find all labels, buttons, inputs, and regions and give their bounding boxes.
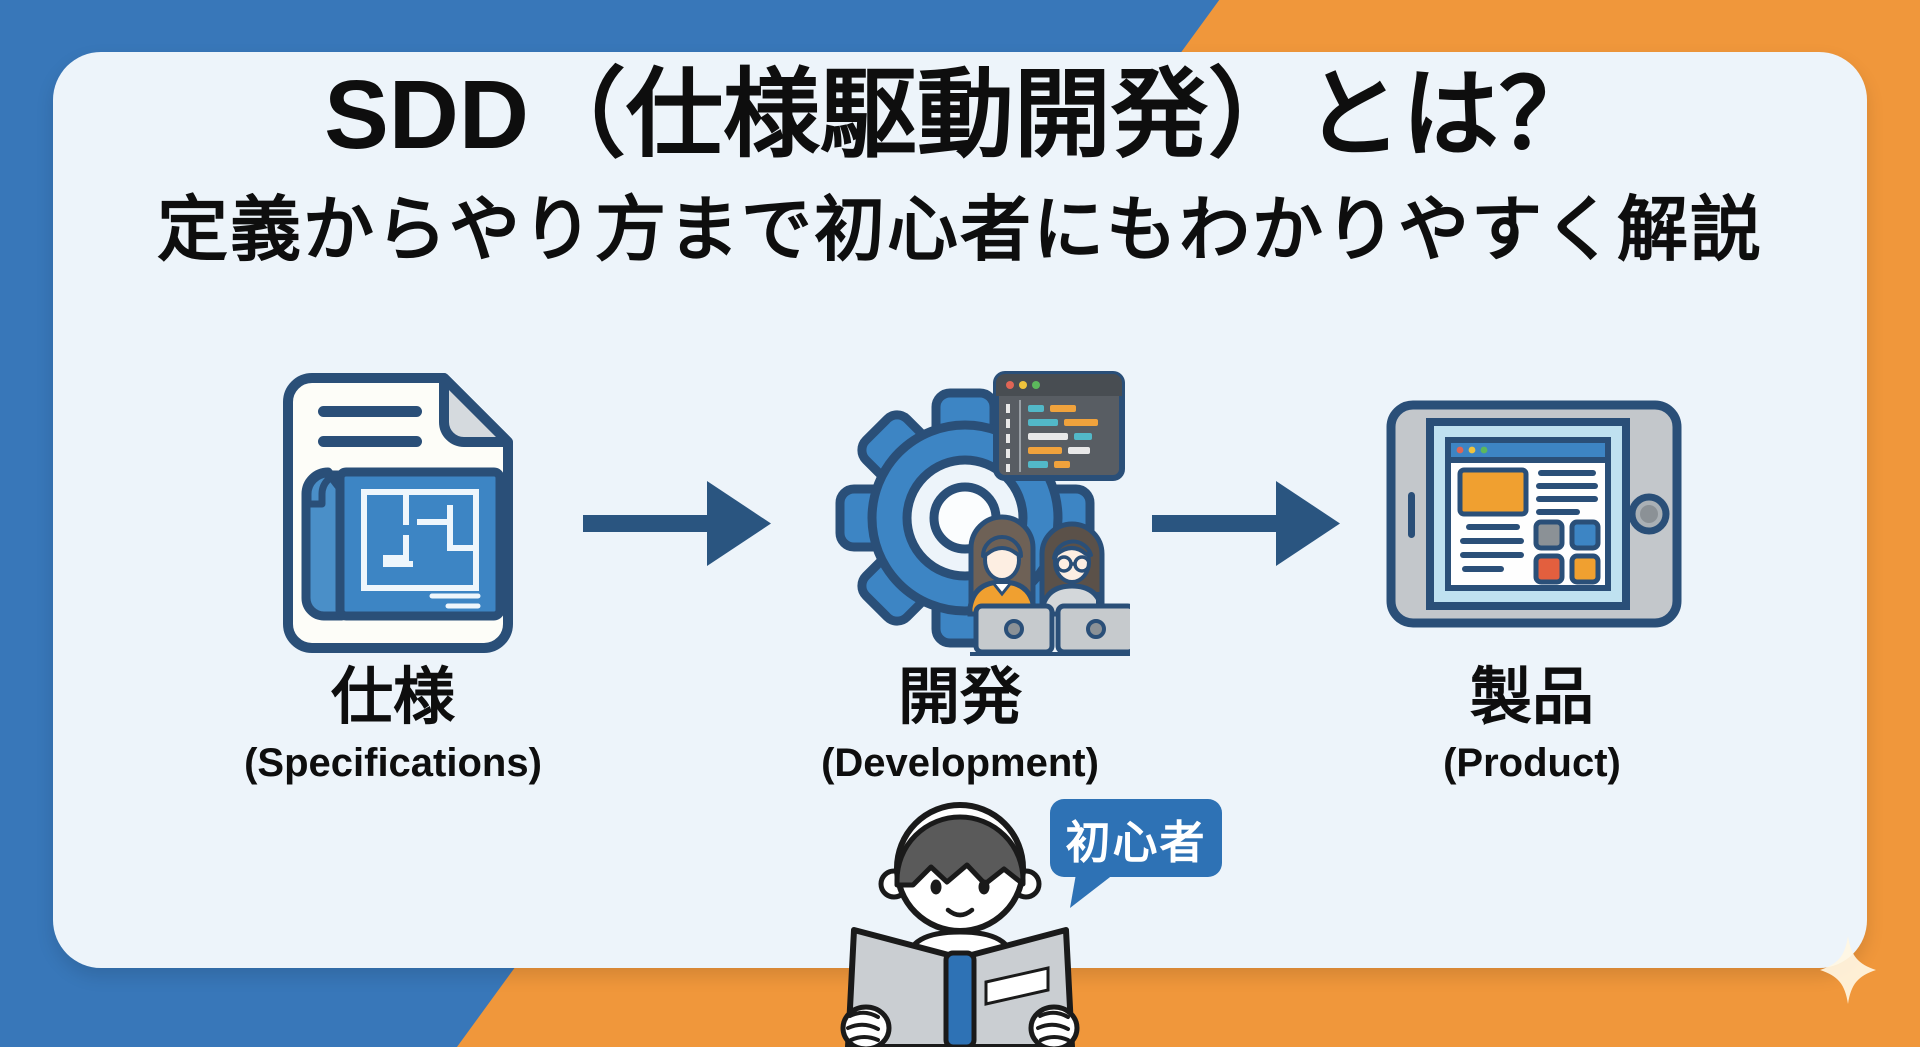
step-label-specifications: 仕様 (Specifications) xyxy=(173,663,613,786)
step-en-label: (Product) xyxy=(1443,741,1621,786)
speech-bubble-tail xyxy=(1070,874,1116,908)
step-jp-label: 仕様 xyxy=(330,663,455,732)
tablet-product-icon xyxy=(1386,400,1682,628)
left-hand xyxy=(840,1004,892,1047)
browser-window xyxy=(1445,437,1611,591)
blueprint-scroll xyxy=(301,467,505,621)
beginner-badge-label: 初心者 xyxy=(1065,816,1207,868)
page-title: SDD（仕様駆動開発）とは？ xyxy=(324,60,1596,169)
page-subtitle: 定義からやり方まで初心者にもわかりやすく解説 xyxy=(156,191,1763,270)
right-arrow-icon xyxy=(583,477,773,569)
laptops xyxy=(970,603,1130,656)
step-label-development: 開発 (Development) xyxy=(740,663,1180,786)
step-jp-label: 製品 xyxy=(1469,663,1594,732)
developer-man-icon xyxy=(1039,521,1105,617)
step-en-label: (Development) xyxy=(821,741,1099,786)
developer-woman-icon xyxy=(967,514,1037,617)
reader-person-icon xyxy=(790,790,1130,1047)
speech-bubble-icon: 初心者 xyxy=(1050,799,1222,877)
gear-development-icon xyxy=(830,368,1130,664)
right-arrow-icon xyxy=(1152,477,1342,569)
sparkle-icon xyxy=(1818,934,1878,1006)
step-label-product: 製品 (Product) xyxy=(1312,663,1752,786)
right-hand xyxy=(1028,1004,1080,1047)
step-jp-label: 開発 xyxy=(897,663,1022,732)
spec-document-icon xyxy=(282,372,514,656)
code-editor-window-icon xyxy=(993,371,1125,481)
step-en-label: (Specifications) xyxy=(244,741,542,786)
